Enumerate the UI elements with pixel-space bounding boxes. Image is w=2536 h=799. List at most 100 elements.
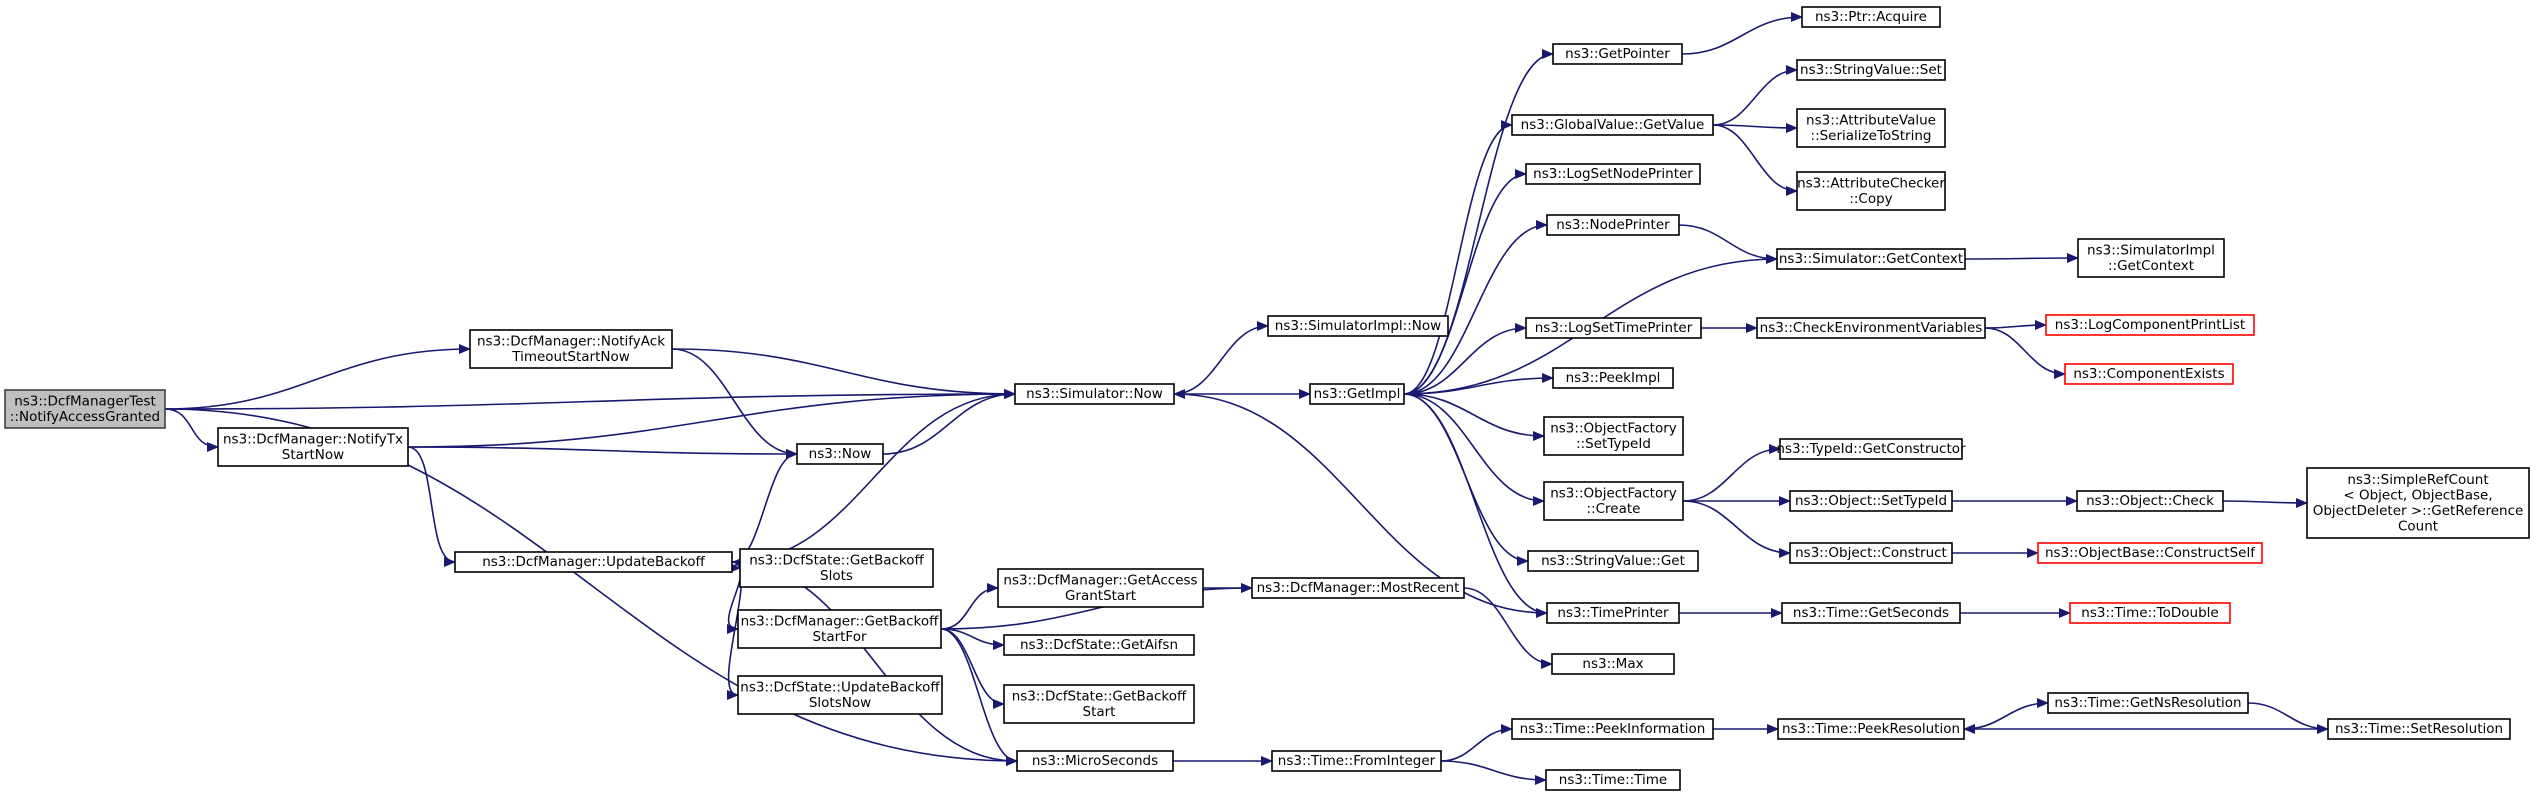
node-box [1543,481,1684,521]
node-label: < Object, ObjectBase, [2343,487,2492,503]
node-setResolution[interactable]: ns3::Time::SetResolution [2327,718,2511,740]
call-edge-checkEnv-to-logCompPrintList [1984,320,2047,331]
call-edge-ofCreate-to-objConstruct [1682,500,1791,558]
node-acCopy[interactable]: ns3::AttributeChecker::Copy [1796,171,1946,211]
node-logSetNodePrinter[interactable]: ns3::LogSetNodePrinter [1525,163,1701,185]
call-edge-simNow-to-simImplNow [1173,321,1269,395]
node-mostRecent[interactable]: ns3::DcfManager::MostRecent [1251,577,1465,599]
call-edge-getImpl-to-nodePrinter [1403,220,1548,395]
node-stringValueSet[interactable]: ns3::StringValue::Set [1796,59,1946,81]
node-label: ns3::ObjectFactory [1550,485,1677,501]
node-label: ns3::SimpleRefCount [2347,472,2488,488]
node-timePrinter[interactable]: ns3::TimePrinter [1546,602,1680,624]
node-box [1551,653,1675,675]
node-box [1527,550,1699,572]
node-avSerialize[interactable]: ns3::AttributeValue::SerializeToString [1796,108,1946,148]
node-getSeconds[interactable]: ns3::Time::GetSeconds [1781,602,1961,624]
node-ofCreate[interactable]: ns3::ObjectFactory::Create [1543,481,1684,521]
node-box [1796,59,1946,81]
node-typeIdGetCtor[interactable]: ns3::TypeId::GetConstructor [1776,438,1966,460]
node-label: ns3::Now [809,446,872,462]
node-label: ns3::ComponentExists [2073,366,2224,382]
node-objSetTypeId[interactable]: ns3::Object::SetTypeId [1789,490,1953,512]
node-notifyAck[interactable]: ns3::DcfManager::NotifyAckTimeoutStartNo… [469,329,673,369]
node-label: ns3::LogComponentPrintList [2055,317,2245,333]
node-box [796,443,884,465]
call-edge-getNsResolution-to-setResolution [2247,702,2329,734]
node-simImplNow[interactable]: ns3::SimulatorImpl::Now [1267,315,1449,337]
call-edge-getImpl-to-ofCreate [1403,393,1545,506]
call-edge-notifyTx-to-simNow [407,389,1016,448]
node-now[interactable]: ns3::Now [796,443,884,465]
node-box [217,427,409,467]
node-box [1016,750,1174,772]
node-fromInteger[interactable]: ns3::Time::FromInteger [1271,750,1442,772]
node-box [2037,542,2263,564]
node-objBaseConstructSelf[interactable]: ns3::ObjectBase::ConstructSelf [2037,542,2263,564]
call-edge-getImpl-to-globalValueGet [1403,120,1513,395]
node-label: ns3::DcfManager::GetBackoff [741,613,939,629]
node-label: ns3::AttributeValue [1806,112,1936,128]
node-box [1546,602,1680,624]
node-label: ns3::Object::SetTypeId [1795,493,1947,509]
call-edge-notifyTx-to-updateBackoff [407,446,456,567]
node-label: ns3::Time::ToDouble [2081,605,2218,621]
node-box [1552,367,1674,389]
node-simNow[interactable]: ns3::Simulator::Now [1014,383,1175,405]
node-peekImpl[interactable]: ns3::PeekImpl [1552,367,1674,389]
node-box [739,548,934,588]
node-getAifsn[interactable]: ns3::DcfState::GetAifsn [1003,634,1195,656]
node-timeTime[interactable]: ns3::Time::Time [1545,769,1681,791]
node-label: ::Create [1587,501,1641,517]
node-checkEnv[interactable]: ns3::CheckEnvironmentVariables [1756,317,1986,339]
node-peekInformation[interactable]: ns3::Time::PeekInformation [1511,718,1714,740]
node-simGetContext[interactable]: ns3::Simulator::GetContext [1776,248,1966,270]
node-simImplGetContext[interactable]: ns3::SimulatorImpl::GetContext [2077,238,2225,278]
call-edge-now-to-simNow [882,389,1016,455]
node-label: ::SerializeToString [1811,128,1932,144]
node-stringValueGet[interactable]: ns3::StringValue::Get [1527,550,1699,572]
call-edge-getImpl-to-timePrinter [1403,393,1548,618]
node-getPointer[interactable]: ns3::GetPointer [1552,43,1683,65]
node-globalValueGet[interactable]: ns3::GlobalValue::GetValue [1511,114,1714,136]
node-getNsResolution[interactable]: ns3::Time::GetNsResolution [2047,692,2249,714]
node-label: SlotsNow [809,695,871,711]
call-edge-notifyTx-to-now [407,446,798,459]
call-edge-getBackoffStartFor-to-getBackoffStart [940,628,1005,709]
node-microSeconds[interactable]: ns3::MicroSeconds [1016,750,1174,772]
node-label: ns3::Time::Time [1559,772,1667,788]
node-ofSetTypeId[interactable]: ns3::ObjectFactory::SetTypeId [1543,416,1684,456]
node-box [1552,43,1683,65]
node-getImpl[interactable]: ns3::GetImpl [1309,383,1405,405]
node-toDouble[interactable]: ns3::Time::ToDouble [2069,602,2231,624]
node-ptrAcquire[interactable]: ns3::Ptr::Acquire [1801,6,1941,28]
node-peekResolution[interactable]: ns3::Time::PeekResolution [1777,718,1965,740]
node-box [1776,248,1966,270]
call-edge-mostRecent-to-max [1463,587,1553,669]
node-label: ns3::DcfManagerTest [14,393,156,409]
node-getRefCount[interactable]: ns3::SimpleRefCount< Object, ObjectBase,… [2306,467,2530,539]
node-objConstruct[interactable]: ns3::Object::Construct [1789,542,1953,564]
node-objCheck[interactable]: ns3::Object::Check [2076,490,2224,512]
node-logCompPrintList[interactable]: ns3::LogComponentPrintList [2045,314,2255,336]
node-label: ns3::Simulator::GetContext [1779,251,1963,267]
node-label: ns3::LogSetNodePrinter [1533,166,1693,182]
node-label: ns3::Time::PeekResolution [1782,721,1960,737]
node-nodePrinter[interactable]: ns3::NodePrinter [1546,214,1680,236]
node-box [2064,363,2234,385]
node-box [1545,769,1681,791]
node-componentExists[interactable]: ns3::ComponentExists [2064,363,2234,385]
node-max[interactable]: ns3::Max [1551,653,1675,675]
node-updateBackoff[interactable]: ns3::DcfManager::UpdateBackoff [454,551,733,573]
call-edge-updateBackoff-to-microSeconds [731,561,1018,766]
node-root[interactable]: ns3::DcfManagerTest::NotifyAccessGranted [4,389,166,429]
node-logSetTimePrinter[interactable]: ns3::LogSetTimePrinter [1525,317,1702,339]
node-box [2327,718,2511,740]
node-box [1271,750,1442,772]
